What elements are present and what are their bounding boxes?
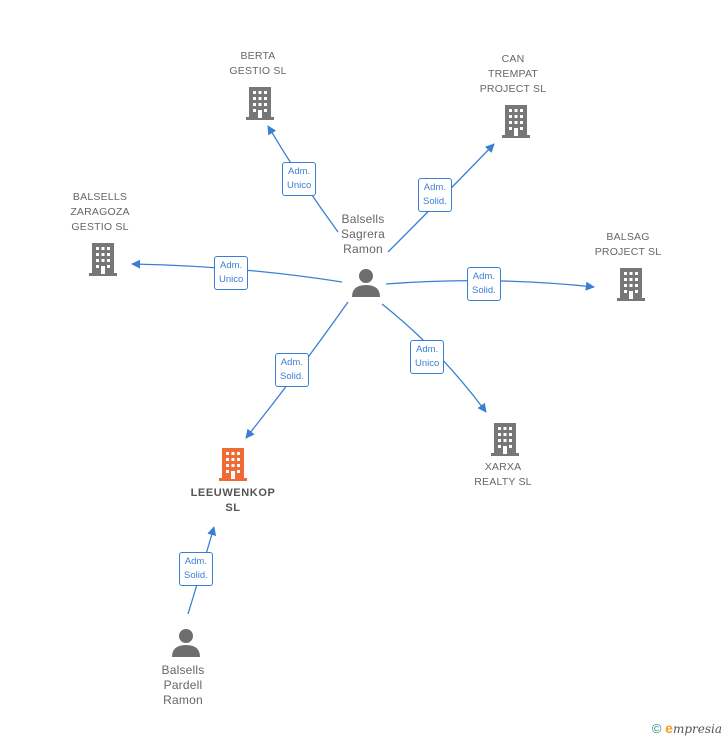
building-icon-xarxa[interactable] <box>489 421 521 457</box>
edge-label-berta[interactable]: Adm. Unico <box>282 162 317 196</box>
node-label-pardell[interactable]: Balsells Pardell Ramon <box>161 663 205 707</box>
brand-name: mpresia <box>672 722 722 736</box>
node-label-leeuwenkop[interactable]: LEEUWENKOP SL <box>190 487 276 514</box>
node-label-berta[interactable]: BERTA GESTIO SL <box>229 50 287 77</box>
edge-label-leeuwenkop[interactable]: Adm. Solid. <box>275 353 309 387</box>
edge-label-pardell[interactable]: Adm. Solid. <box>179 552 213 586</box>
edge-label-can[interactable]: Adm. Solid. <box>418 178 452 212</box>
building-icon-zaragoza[interactable] <box>87 241 119 277</box>
node-label-xarxa[interactable]: XARXA REALTY SL <box>474 461 532 488</box>
edge-label-xarxa[interactable]: Adm. Unico <box>410 340 445 374</box>
building-icon-can[interactable] <box>500 103 532 139</box>
building-icon-berta[interactable] <box>244 85 276 121</box>
node-label-zaragoza[interactable]: BALSELLS ZARAGOZA GESTIO SL <box>70 191 130 233</box>
building-icon-balsag[interactable] <box>615 266 647 302</box>
node-label-sagrera[interactable]: Balsells Sagrera Ramon <box>340 212 386 256</box>
building-icon-leeuwenkop[interactable] <box>217 446 249 482</box>
brand-logo-letter: e <box>665 720 673 736</box>
person-icon-sagrera[interactable] <box>350 267 382 299</box>
copyright-symbol: © <box>651 721 662 736</box>
node-label-balsag[interactable]: BALSAG PROJECT SL <box>594 231 662 258</box>
person-icon-pardell[interactable] <box>170 627 202 659</box>
footer-brand: © empresia <box>652 720 722 736</box>
edge-label-zaragoza[interactable]: Adm. Unico <box>214 256 249 290</box>
edge-label-balsag[interactable]: Adm. Solid. <box>467 267 501 301</box>
node-label-can[interactable]: CAN TREMPAT PROJECT SL <box>479 53 547 95</box>
